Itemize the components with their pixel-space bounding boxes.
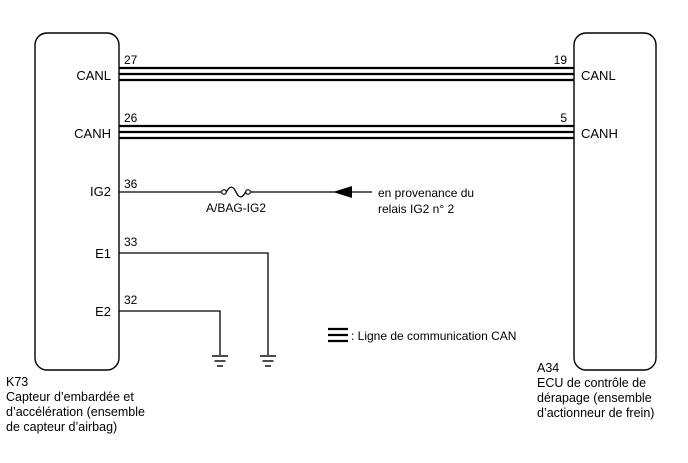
fuse-icon: [221, 186, 251, 198]
fuse-label: A/BAG-IG2: [206, 201, 266, 215]
left-pin-label-canh: CANH: [74, 126, 111, 141]
left-pin-label-e1: E1: [95, 246, 111, 261]
right-ecu-code: A34: [537, 361, 559, 375]
left-ecu-code: K73: [6, 375, 28, 389]
e2-wire: [119, 310, 221, 355]
ground-icon-e2: [212, 355, 228, 367]
left-ecu-desc-line3: de capteur d’airbag): [6, 420, 117, 434]
left-pin-number-e2: 32: [124, 293, 138, 307]
left-pin-number-canh: 26: [124, 111, 138, 125]
legend-text: : Ligne de communication CAN: [351, 329, 516, 343]
canh-bus-line: [119, 124, 574, 140]
left-ecu-block: [34, 32, 120, 371]
left-pin-number-canl: 27: [124, 53, 138, 67]
source-arrow-icon: [333, 186, 352, 198]
left-pin-label-canl: CANL: [76, 68, 111, 83]
right-ecu-desc-line1: ECU de contrôle de: [537, 376, 646, 390]
ground-icon-e1: [260, 355, 276, 367]
left-pin-number-ig2: 36: [124, 177, 138, 191]
left-pin-label-ig2: IG2: [90, 184, 111, 199]
source-label-line2: relais IG2 n° 2: [378, 202, 454, 216]
right-pin-number-canh: 5: [560, 111, 567, 125]
right-ecu-desc-line3: d’actionneur de frein): [537, 406, 654, 420]
left-ecu-desc-line2: d’accélération (ensemble: [6, 405, 145, 419]
left-pin-label-e2: E2: [95, 304, 111, 319]
e1-wire: [119, 252, 269, 355]
canl-bus-line: [119, 66, 574, 82]
right-ecu-desc-line2: dérapage (ensemble: [537, 391, 652, 405]
right-ecu-block: [573, 32, 657, 371]
right-pin-label-canh: CANH: [581, 126, 618, 141]
right-pin-label-canl: CANL: [581, 68, 616, 83]
right-pin-number-canl: 19: [554, 53, 568, 67]
source-label-line1: en provenance du: [378, 186, 474, 200]
left-pin-number-e1: 33: [124, 235, 138, 249]
can-line-legend-icon: [328, 327, 348, 343]
left-ecu-desc-line1: Capteur d’embardée et: [6, 390, 134, 404]
